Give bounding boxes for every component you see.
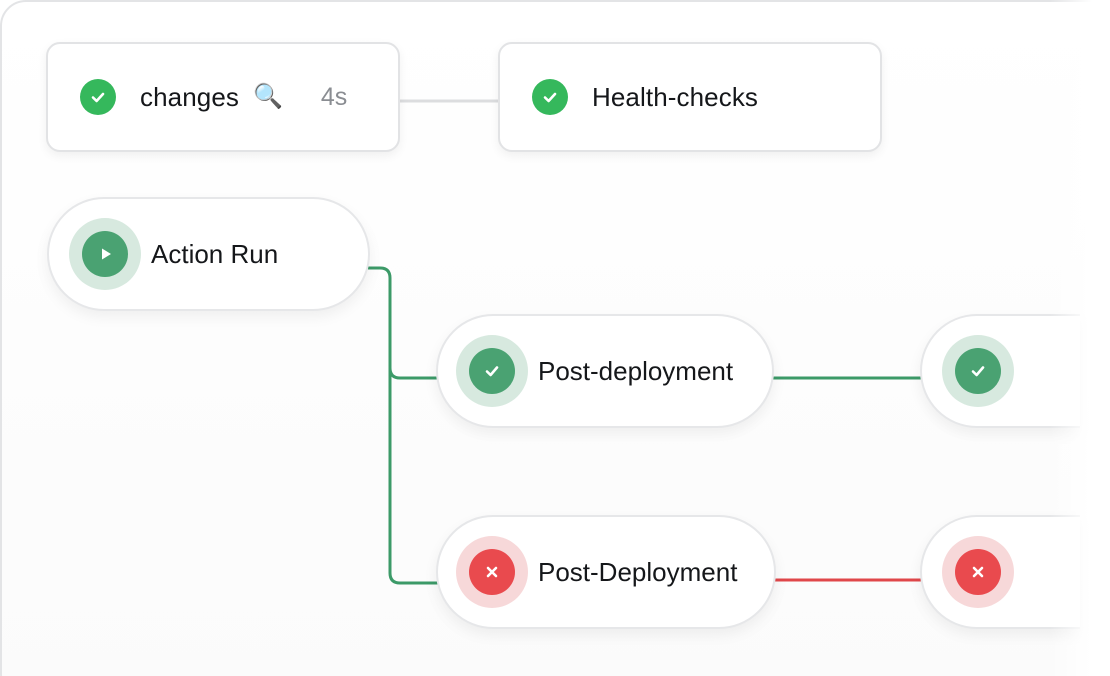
job-node-post-deployment[interactable]: Post-deployment <box>436 314 774 428</box>
action-run-node[interactable]: Action Run <box>47 197 370 311</box>
success-check-icon <box>456 335 528 407</box>
job-label: Health-checks <box>592 81 759 112</box>
connector-trunk <box>368 266 438 585</box>
play-icon <box>69 218 141 290</box>
canvas-fade-edge <box>1050 0 1110 676</box>
job-node-post-deployment-failed[interactable]: Post-Deployment <box>436 515 776 629</box>
failure-x-icon <box>456 536 528 608</box>
node-label: Post-deployment <box>538 355 734 386</box>
job-card-changes[interactable]: changes 🔍 4s <box>46 42 400 152</box>
success-check-icon <box>532 79 568 115</box>
node-label: Post-Deployment <box>538 556 738 587</box>
node-label: Action Run <box>151 238 279 269</box>
connector-to-post-deployment <box>388 367 438 380</box>
success-check-icon <box>942 335 1014 407</box>
failure-x-icon <box>942 536 1014 608</box>
magnifier-icon[interactable]: 🔍 <box>253 83 283 110</box>
job-label: changes <box>140 81 239 112</box>
job-card-health-checks[interactable]: Health-checks <box>498 42 882 152</box>
job-duration: 4s <box>320 82 348 111</box>
success-check-icon <box>80 79 116 115</box>
